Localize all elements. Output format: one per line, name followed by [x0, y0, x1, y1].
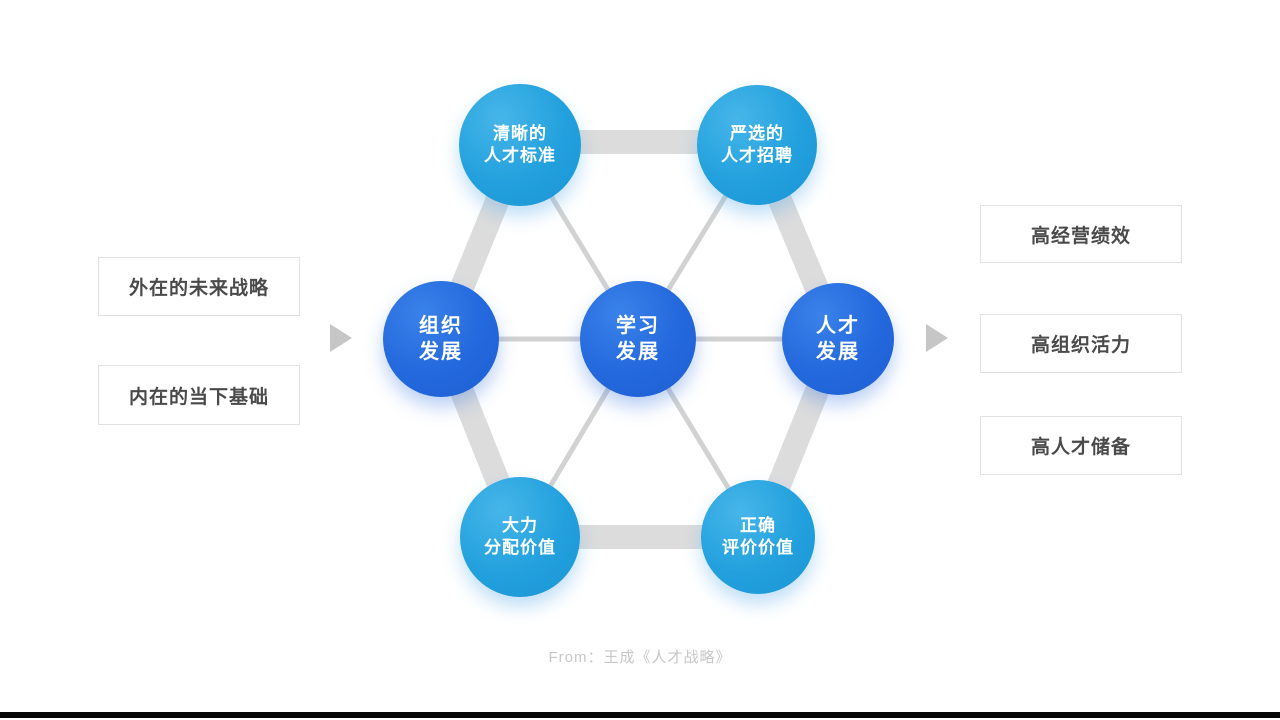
- arrow-right-icon: [330, 324, 352, 352]
- node-line2: 发展: [419, 341, 463, 363]
- input-label: 外在的未来战略: [128, 278, 269, 299]
- node-talent-development: 人才 发展: [782, 283, 894, 395]
- node-line1: 严选的: [730, 123, 784, 143]
- node-line1: 人才: [816, 314, 860, 337]
- node-line1: 大力: [502, 515, 538, 535]
- input-box-current-foundation: 内在的当下基础: [98, 365, 300, 425]
- node-line2: 评价价值: [722, 538, 794, 557]
- node-line2: 分配价值: [484, 538, 556, 557]
- node-talent-standards: 清晰的 人才标准: [459, 84, 581, 206]
- node-learning-development: 学习 发展: [580, 281, 696, 397]
- arrow-right-icon: [926, 324, 948, 352]
- input-box-future-strategy: 外在的未来战略: [98, 257, 300, 316]
- output-label: 高经营绩效: [1030, 225, 1131, 247]
- node-line2: 人才标准: [484, 146, 556, 165]
- node-line2: 人才招聘: [721, 146, 793, 165]
- source-attribution: From：王成《人才战略》: [548, 649, 732, 666]
- node-line1: 正确: [740, 515, 776, 535]
- node-line1: 学习: [616, 314, 660, 337]
- node-line2: 发展: [816, 341, 860, 363]
- output-box-business-performance: 高经营绩效: [980, 205, 1182, 263]
- output-label: 高组织活力: [1030, 335, 1131, 356]
- input-label: 内在的当下基础: [128, 386, 269, 408]
- bottom-bar: [0, 712, 1280, 718]
- output-box-talent-pool: 高人才储备: [980, 416, 1182, 475]
- output-label: 高人才储备: [1030, 437, 1131, 458]
- node-value-evaluation: 正确 评价价值: [701, 480, 815, 594]
- node-organization-development: 组织 发展: [383, 281, 499, 397]
- node-line1: 组织: [419, 314, 463, 337]
- node-value-distribution: 大力 分配价值: [460, 477, 580, 597]
- output-box-organizational-vitality: 高组织活力: [980, 314, 1182, 373]
- node-line1: 清晰的: [493, 123, 547, 143]
- node-line2: 发展: [616, 341, 660, 363]
- node-talent-recruiting: 严选的 人才招聘: [697, 85, 817, 205]
